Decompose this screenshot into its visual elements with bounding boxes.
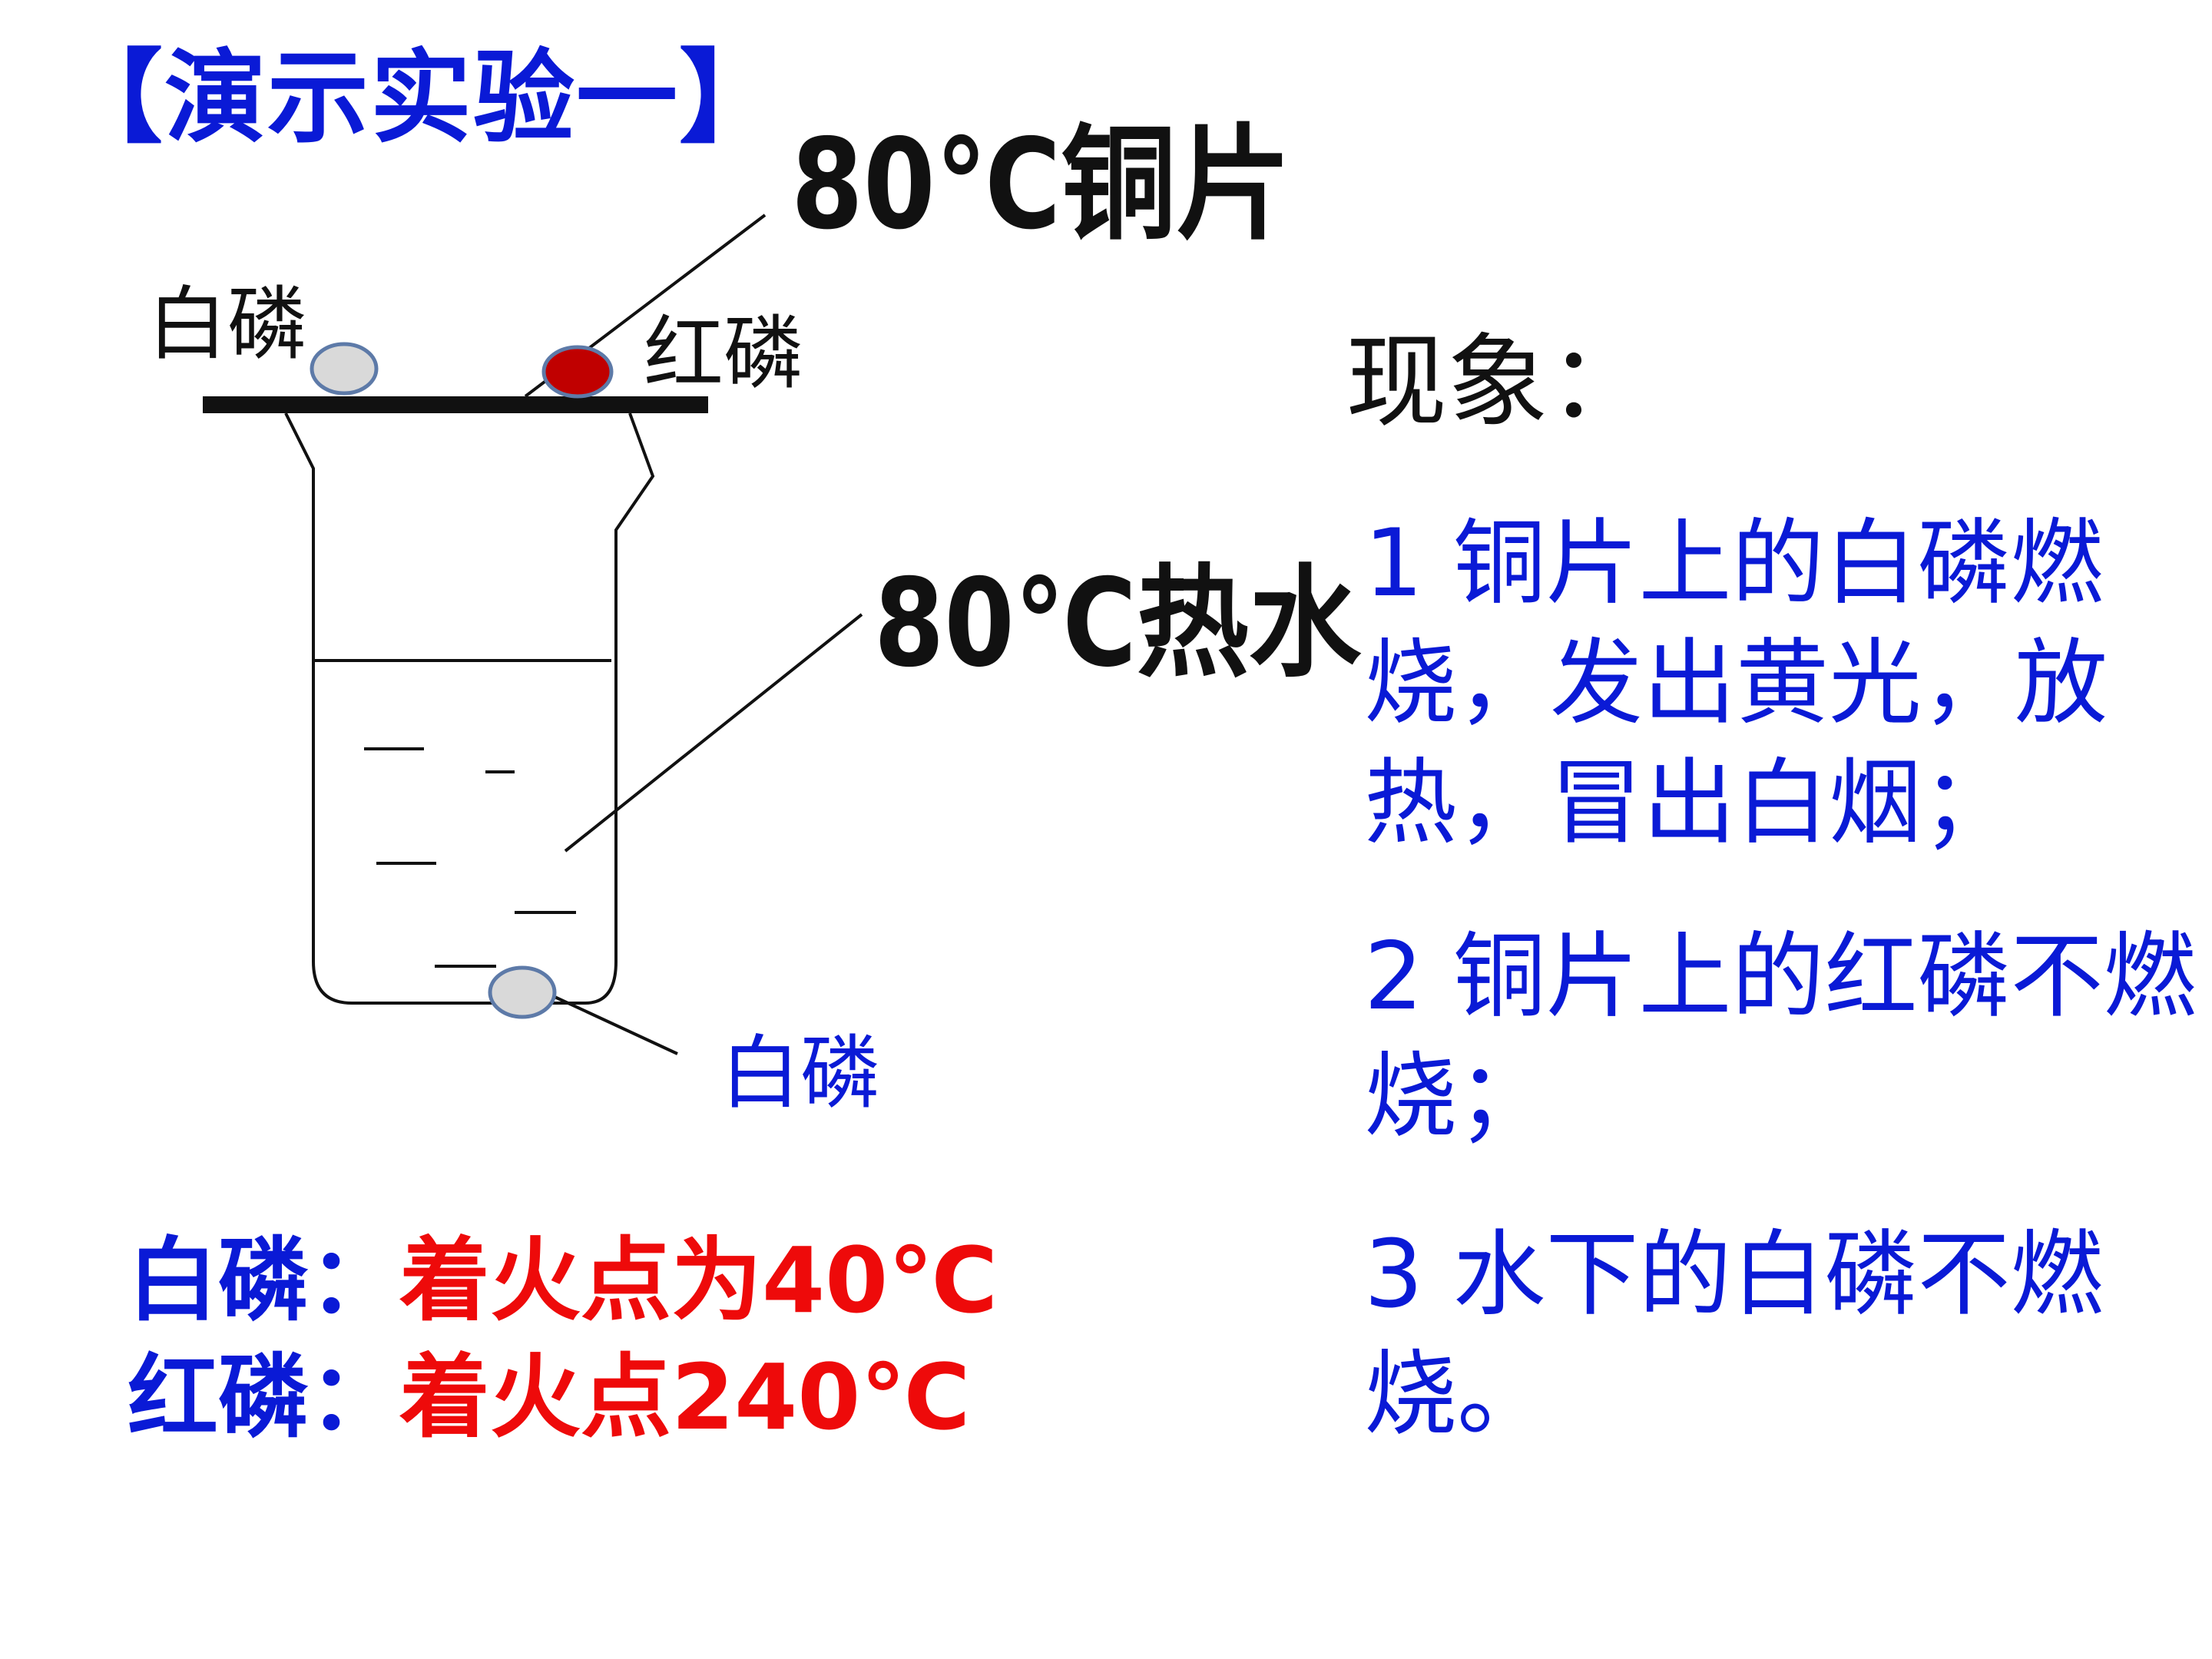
fact-value: 着火点为40℃: [399, 1227, 998, 1333]
red-phosphorus-ignition-fact: 红磷：着火点240℃: [127, 1352, 970, 1442]
hot-water-leader: [564, 613, 863, 853]
copper-plate-label: 80℃铜片: [791, 113, 1292, 257]
fact-name: 白磷：: [127, 1227, 400, 1333]
observation-item: 3 水下的白磷不燃烧。: [1364, 1220, 2104, 1449]
slide-title: 【演示实验一】: [61, 39, 782, 157]
hot-water-label: 80℃热水: [874, 553, 1361, 694]
white-phosphorus-on-plate: [310, 342, 379, 396]
white-phosphorus-label: 白磷: [147, 277, 308, 371]
white-phosphorus-ignition-fact: 白磷：着火点为40℃: [127, 1235, 998, 1326]
phenomena-title: 现象：: [1346, 323, 1650, 442]
observation-item: 1 铜片上的白磷燃烧，发出黄光，放热，冒出白烟；: [1364, 509, 2108, 857]
underwater-phosphorus-leader: [551, 994, 678, 1055]
fact-value: 着火点240℃: [399, 1344, 971, 1450]
red-phosphorus-on-plate: [541, 345, 614, 399]
red-phosphorus-label: 红磷: [644, 306, 804, 400]
fact-name: 红磷：: [127, 1344, 400, 1450]
white-phosphorus-underwater: [488, 965, 557, 1019]
underwater-white-phosphorus-label: 白磷: [720, 1026, 881, 1120]
observation-item: 2 铜片上的红磷不燃烧；: [1364, 922, 2197, 1151]
beaker-outline: [284, 412, 655, 1005]
